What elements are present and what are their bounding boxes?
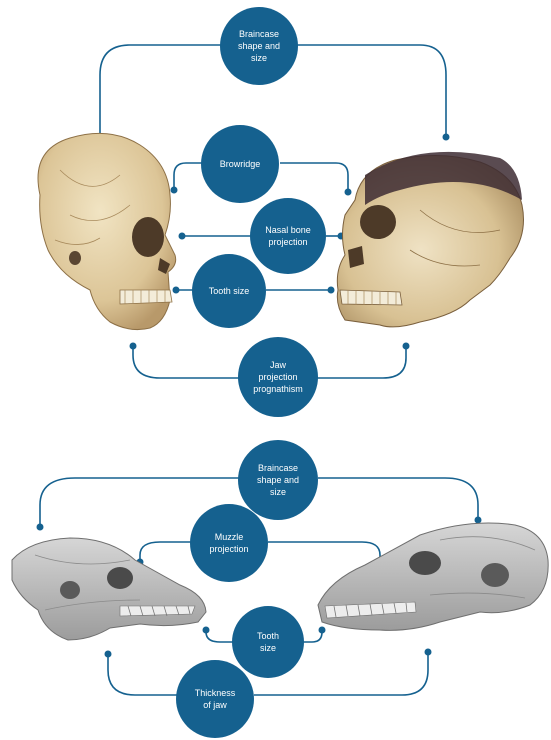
bottom-jaw-label: Thickness of jaw xyxy=(176,660,254,738)
bottom-braincase-label: Braincase shape and size xyxy=(238,440,318,520)
top-browridge-connector-right xyxy=(280,163,348,190)
top-browridge-endpoint-left xyxy=(171,187,178,194)
top-browridge-endpoint-right xyxy=(345,189,352,196)
bottom-tooth-endpoint-right xyxy=(319,627,326,634)
top-nasal-endpoint-left xyxy=(179,233,186,240)
top-braincase-connector-right xyxy=(296,45,446,135)
bottom-muzzle-connector-left xyxy=(140,542,192,560)
top-tooth-endpoint-right xyxy=(328,287,335,294)
top-braincase-label: Braincase shape and size xyxy=(220,7,298,85)
top-jaw-endpoint-right xyxy=(403,343,410,350)
bottom-braincase-endpoint-right xyxy=(475,517,482,524)
modern-human-skull-illustration xyxy=(38,133,176,329)
bottom-braincase-endpoint-left xyxy=(37,524,44,531)
top-browridge-connector-left xyxy=(174,163,203,188)
top-braincase-endpoint-right xyxy=(443,134,450,141)
bottom-muzzle-label: Muzzle projection xyxy=(190,504,268,582)
bottom-tooth-label: Tooth size xyxy=(232,606,304,678)
top-jaw-connector-right xyxy=(316,348,406,378)
bottom-tooth-connector-left xyxy=(206,632,234,642)
top-tooth-endpoint-left xyxy=(173,287,180,294)
top-nasal-label: Nasal bone projection xyxy=(250,198,326,274)
top-jaw-endpoint-left xyxy=(130,343,137,350)
bottom-jaw-connector-left xyxy=(108,656,178,695)
bottom-muzzle-connector-right xyxy=(268,542,380,562)
bottom-tooth-endpoint-left xyxy=(203,627,210,634)
bottom-tooth-connector-right xyxy=(302,632,322,642)
wolf-skull-illustration xyxy=(318,523,548,630)
top-jaw-label: Jaw projection prognathism xyxy=(238,337,318,417)
top-jaw-connector-left xyxy=(133,348,240,378)
bottom-jaw-endpoint-left xyxy=(105,651,112,658)
top-braincase-connector-left xyxy=(100,45,222,135)
dog-skull-illustration xyxy=(12,538,206,640)
top-browridge-label: Browridge xyxy=(201,125,279,203)
homo-erectus-skull-illustration xyxy=(337,152,523,327)
bottom-braincase-connector-right xyxy=(318,478,478,518)
bottom-jaw-endpoint-right xyxy=(425,649,432,656)
top-tooth-label: Tooth size xyxy=(192,254,266,328)
